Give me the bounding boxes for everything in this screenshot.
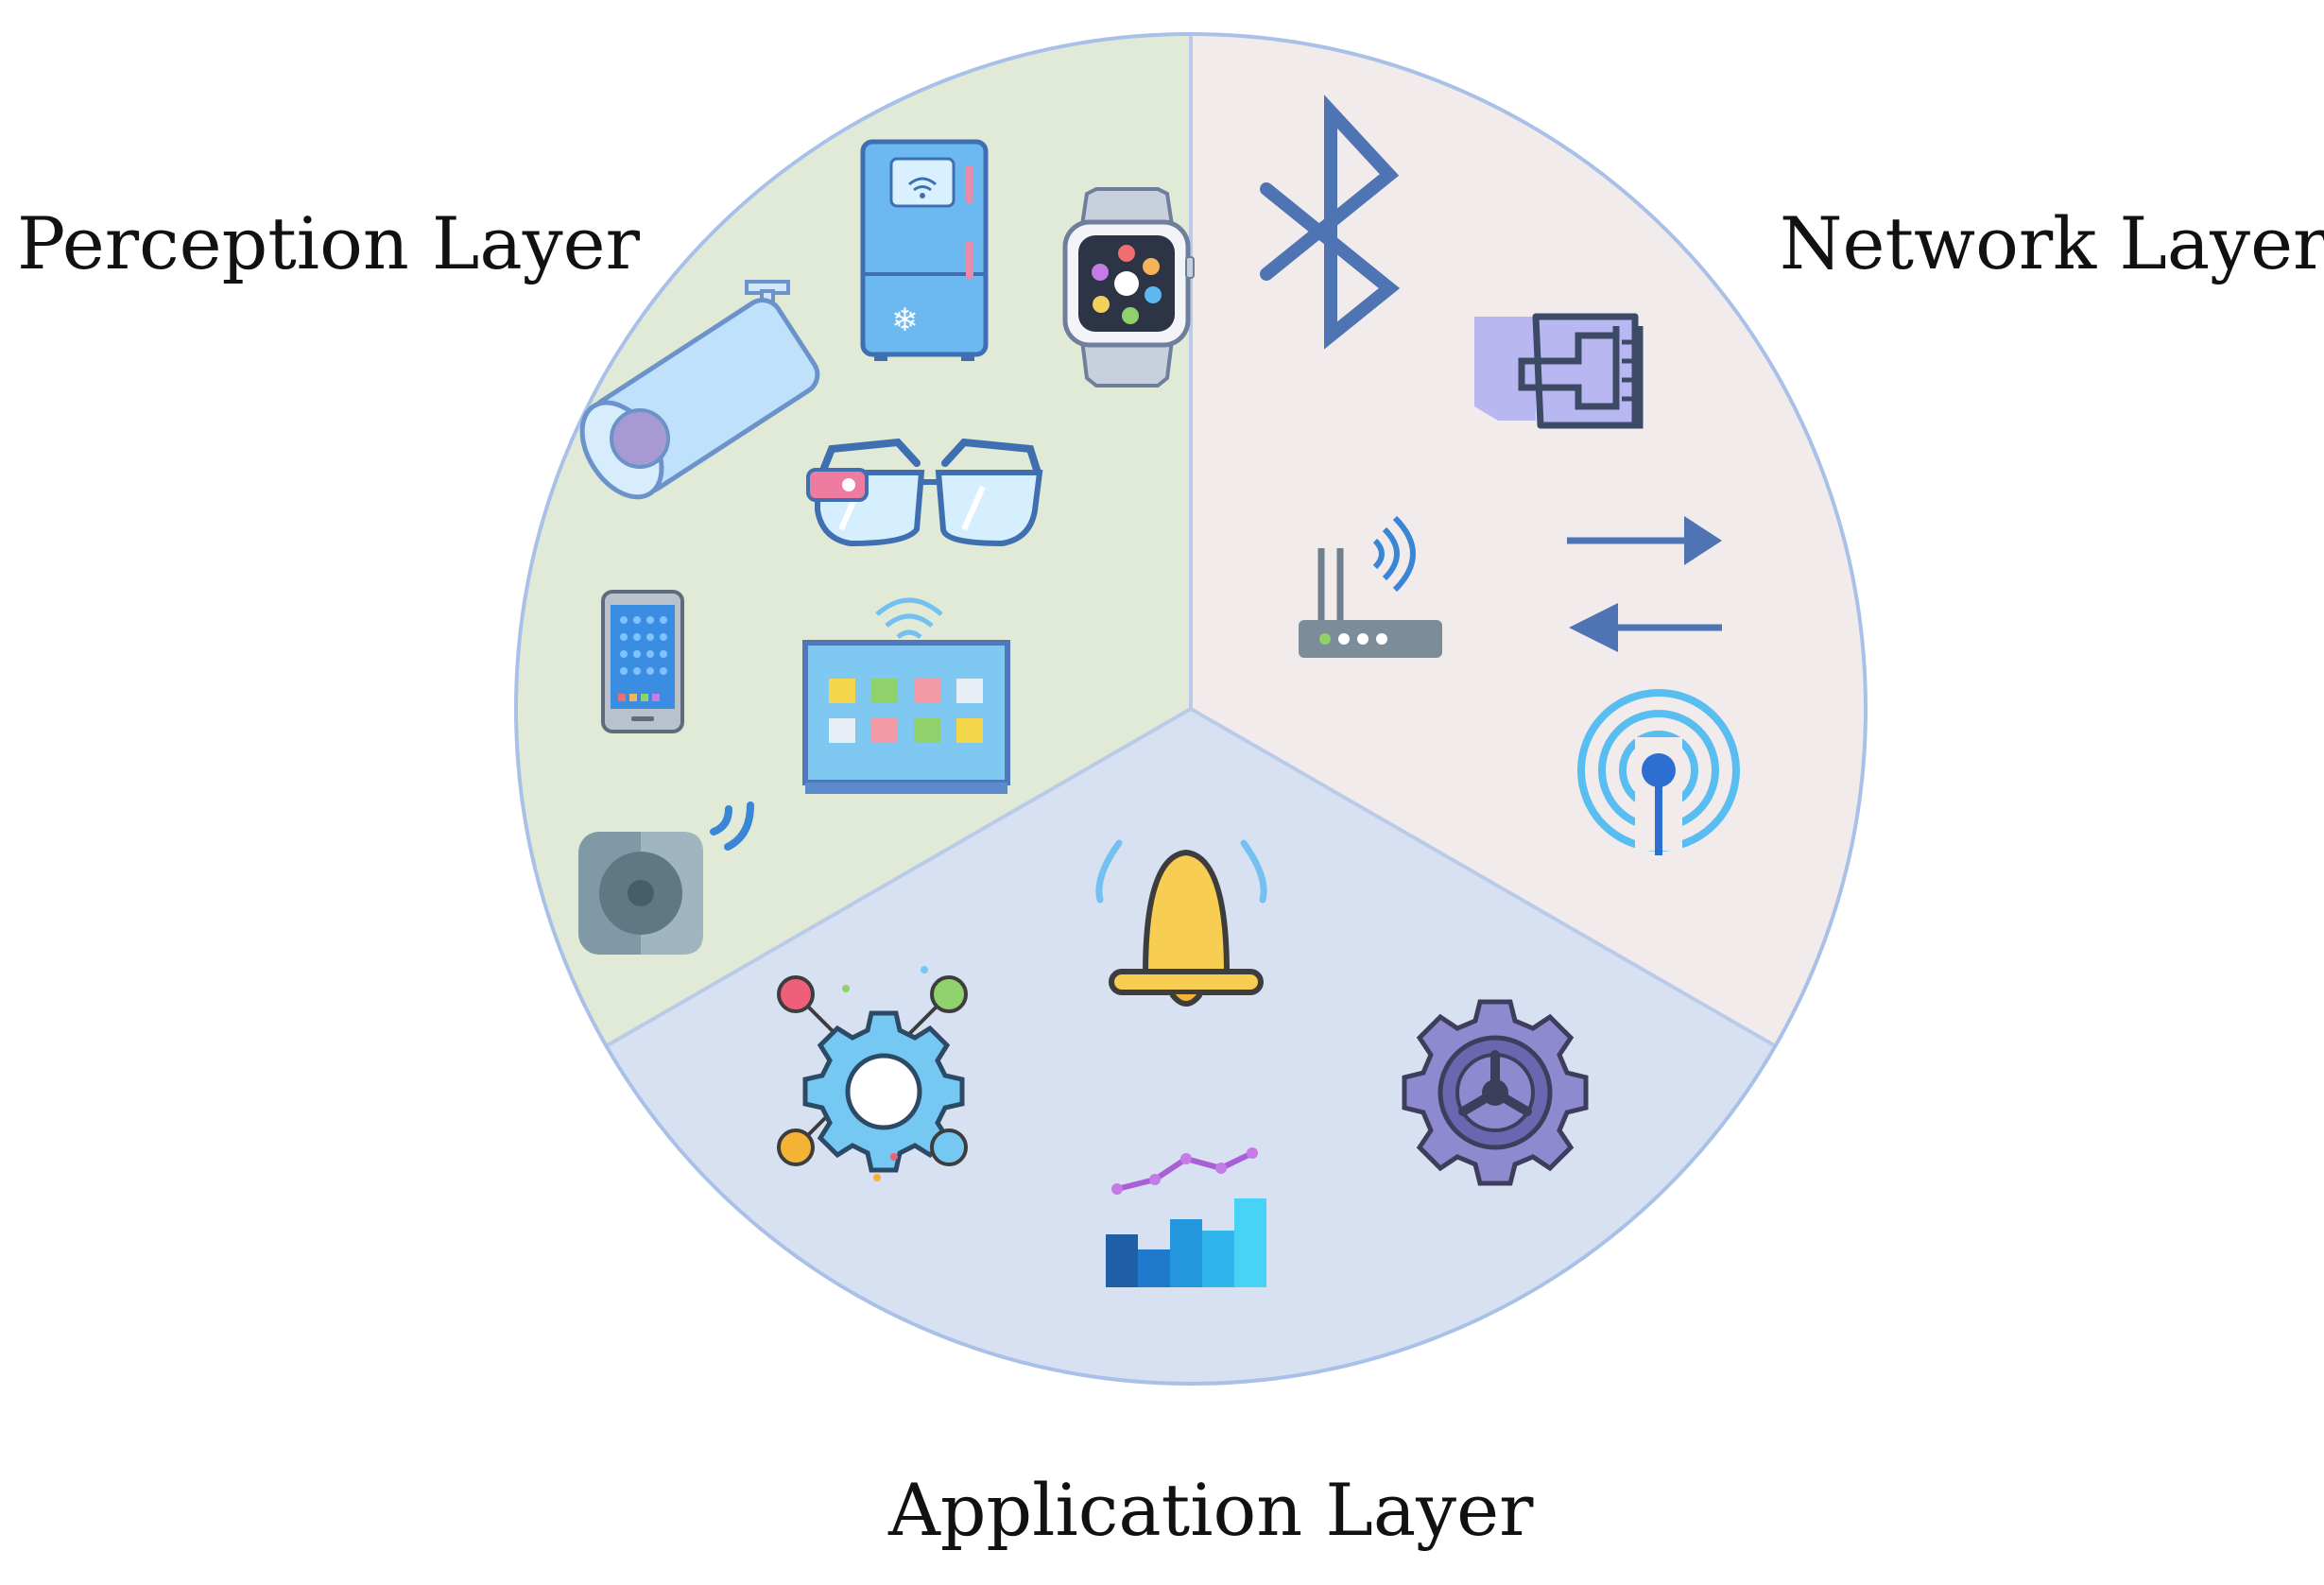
bluetooth-icon — [1260, 95, 1401, 350]
ethernet-port-icon — [1474, 313, 1644, 429]
smart-glasses-icon — [806, 438, 1043, 547]
settings-gear-icon — [1402, 999, 1589, 1186]
perception-layer-label: Perception Layer — [17, 201, 640, 285]
data-transfer-arrows-icon — [1567, 516, 1722, 652]
smart-fridge-icon: ❄ — [860, 139, 989, 361]
notification-bell-icon — [1095, 839, 1267, 1007]
analytics-chart-icon — [1106, 1147, 1266, 1287]
smartwatch-icon — [1062, 187, 1195, 388]
network-sector — [1191, 33, 1867, 1046]
wifi-router-icon — [1299, 515, 1442, 658]
sector-dividers — [605, 34, 1777, 1048]
diagram-circle-border — [514, 32, 1868, 1386]
network-layer-label: Network Layer — [1780, 201, 2324, 285]
svg-text:❄: ❄ — [891, 301, 919, 339]
smartphone-icon — [601, 590, 684, 733]
gear-network-icon — [777, 966, 968, 1181]
security-camera-icon — [579, 280, 820, 500]
smart-tv-icon — [802, 597, 1010, 794]
smart-speaker-icon — [578, 801, 754, 955]
signal-tower-icon — [1577, 689, 1740, 855]
application-layer-label: Application Layer — [888, 1468, 1534, 1552]
